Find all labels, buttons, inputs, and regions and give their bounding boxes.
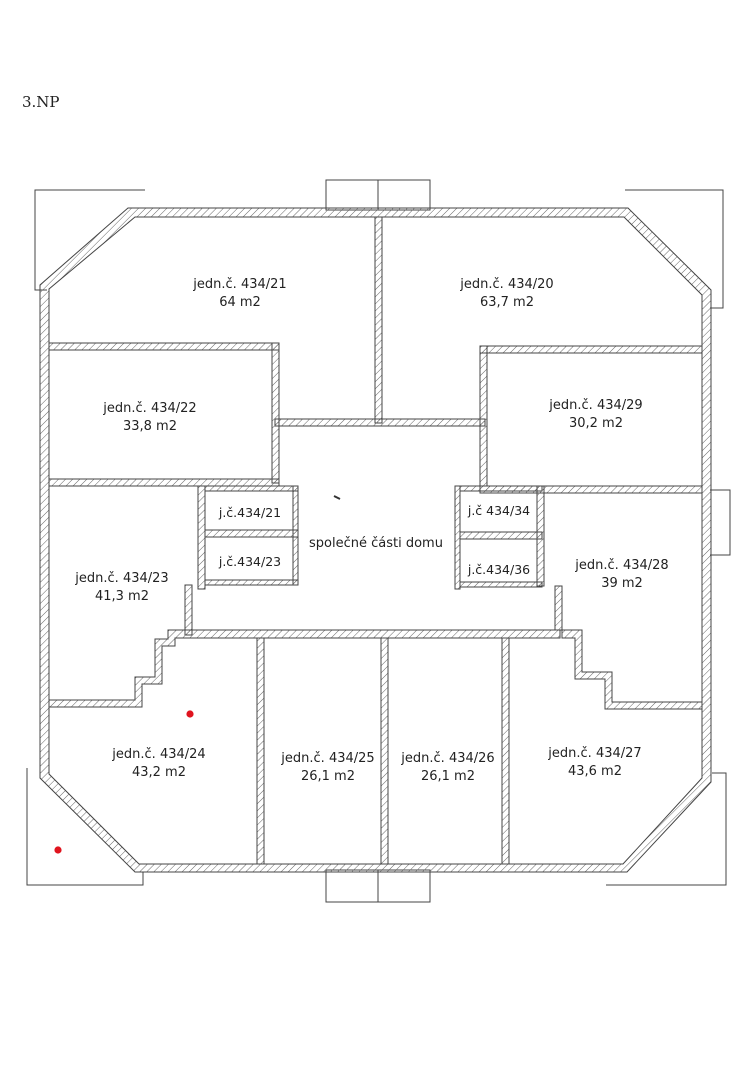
unit-label-u26: jedn.č. 434/26 26,1 m2 xyxy=(400,751,494,784)
unit-name: jedn.č. 434/24 xyxy=(111,747,205,762)
unit-name: jedn.č. 434/20 xyxy=(459,277,553,292)
unit-label-u24: jedn.č. 434/24 43,2 m2 xyxy=(111,747,205,780)
unit-name: jedn.č. 434/26 xyxy=(400,751,494,766)
unit-label-u20: jedn.č. 434/20 63,7 m2 xyxy=(459,277,553,310)
unit-area: 63,7 m2 xyxy=(480,295,534,310)
unit-name: jedn.č. 434/23 xyxy=(74,571,168,586)
unit-label-u28: jedn.č. 434/28 39 m2 xyxy=(574,558,668,591)
unit-label-u27: jedn.č. 434/27 43,6 m2 xyxy=(547,746,641,779)
unit-area: 26,1 m2 xyxy=(421,769,475,784)
unit-area: 43,6 m2 xyxy=(568,764,622,779)
red-marker xyxy=(54,846,62,854)
interior-walls xyxy=(48,216,703,865)
common-area-label: společné části domu xyxy=(309,536,443,551)
unit-label-u25: jedn.č. 434/25 26,1 m2 xyxy=(280,751,374,784)
dash-mark xyxy=(333,495,341,500)
unit-area: 41,3 m2 xyxy=(95,589,149,604)
red-marker xyxy=(186,710,194,718)
unit-area: 33,8 m2 xyxy=(123,419,177,434)
unit-name: jedn.č. 434/29 xyxy=(548,398,642,413)
unit-name: jedn.č. 434/25 xyxy=(280,751,374,766)
unit-name: jedn.č. 434/28 xyxy=(574,558,668,573)
unit-label-u23: jedn.č. 434/23 41,3 m2 xyxy=(74,571,168,604)
unit-area: 30,2 m2 xyxy=(569,416,623,431)
unit-area: 39 m2 xyxy=(601,576,643,591)
unit-name: jedn.č. 434/21 xyxy=(192,277,286,292)
unit-name: jedn.č. 434/27 xyxy=(547,746,641,761)
small-unit-s21: j.č.434/21 xyxy=(218,505,281,520)
small-unit-s23: j.č.434/23 xyxy=(218,554,281,569)
unit-area: 26,1 m2 xyxy=(301,769,355,784)
unit-label-u21: jedn.č. 434/21 64 m2 xyxy=(192,277,286,310)
unit-name: jedn.č. 434/22 xyxy=(102,401,196,416)
unit-area: 64 m2 xyxy=(219,295,261,310)
unit-label-u29: jedn.č. 434/29 30,2 m2 xyxy=(548,398,642,431)
outer-wall xyxy=(39,207,712,873)
small-unit-s36: j.č.434/36 xyxy=(467,562,530,577)
small-unit-s34: j.č 434/34 xyxy=(467,503,530,518)
unit-label-u22: jedn.č. 434/22 33,8 m2 xyxy=(102,401,196,434)
unit-area: 43,2 m2 xyxy=(132,765,186,780)
floor-label: 3.NP xyxy=(22,93,60,111)
